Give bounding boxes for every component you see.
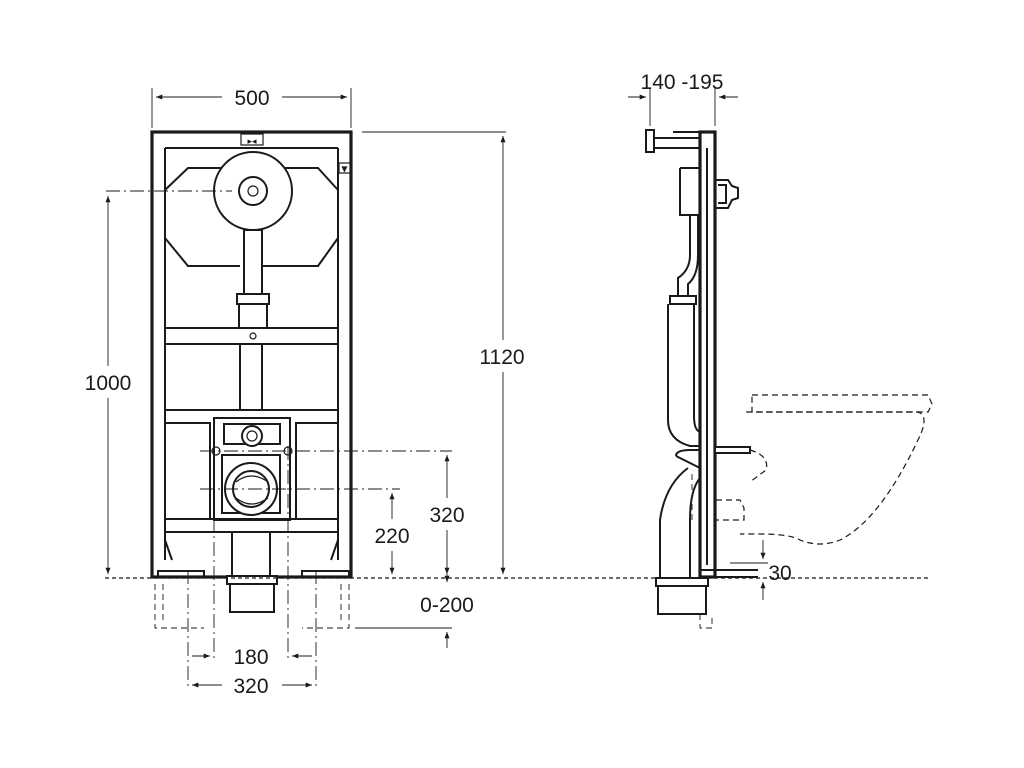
cistern-upper xyxy=(164,167,339,191)
side-bowl-bracket xyxy=(714,446,751,454)
supply-height-label: 220 xyxy=(374,525,409,548)
level-marker-symbol: ▼ xyxy=(341,165,348,174)
side-wc-outlet xyxy=(675,449,701,469)
side-view xyxy=(645,129,933,629)
foot-left xyxy=(157,570,205,578)
centre-height-label: 1000 xyxy=(85,372,132,395)
toilet-outline xyxy=(751,394,933,413)
floor-gap-label: 30 xyxy=(768,562,791,585)
drain-pipe xyxy=(231,531,271,577)
outlet-height-label: 320 xyxy=(429,504,464,527)
total-height-label: 1120 xyxy=(479,346,524,369)
depth-label: 140 -195 xyxy=(641,71,724,94)
bolt-outer-label: 320 xyxy=(233,675,268,698)
flush-pipe xyxy=(243,229,263,295)
front-view: ▸◂ ▼ xyxy=(106,130,452,690)
width-label: 500 xyxy=(234,87,269,110)
level-marker xyxy=(338,162,351,174)
bolt-inner-label: 180 xyxy=(233,646,268,669)
leg-adjust-label: 0-200 xyxy=(420,594,474,617)
center-marker-symbol: ▸◂ xyxy=(247,137,257,147)
side-cistern xyxy=(679,167,700,216)
side-flush-pipe xyxy=(677,215,691,298)
center-marker xyxy=(240,133,264,146)
foot-right xyxy=(301,570,350,578)
side-dimensions: 140 -195 30 xyxy=(628,71,792,600)
front-dimensions: 500 1000 1120 320 220 0-200 180 320 xyxy=(85,87,525,698)
drain-bracket xyxy=(213,417,291,521)
